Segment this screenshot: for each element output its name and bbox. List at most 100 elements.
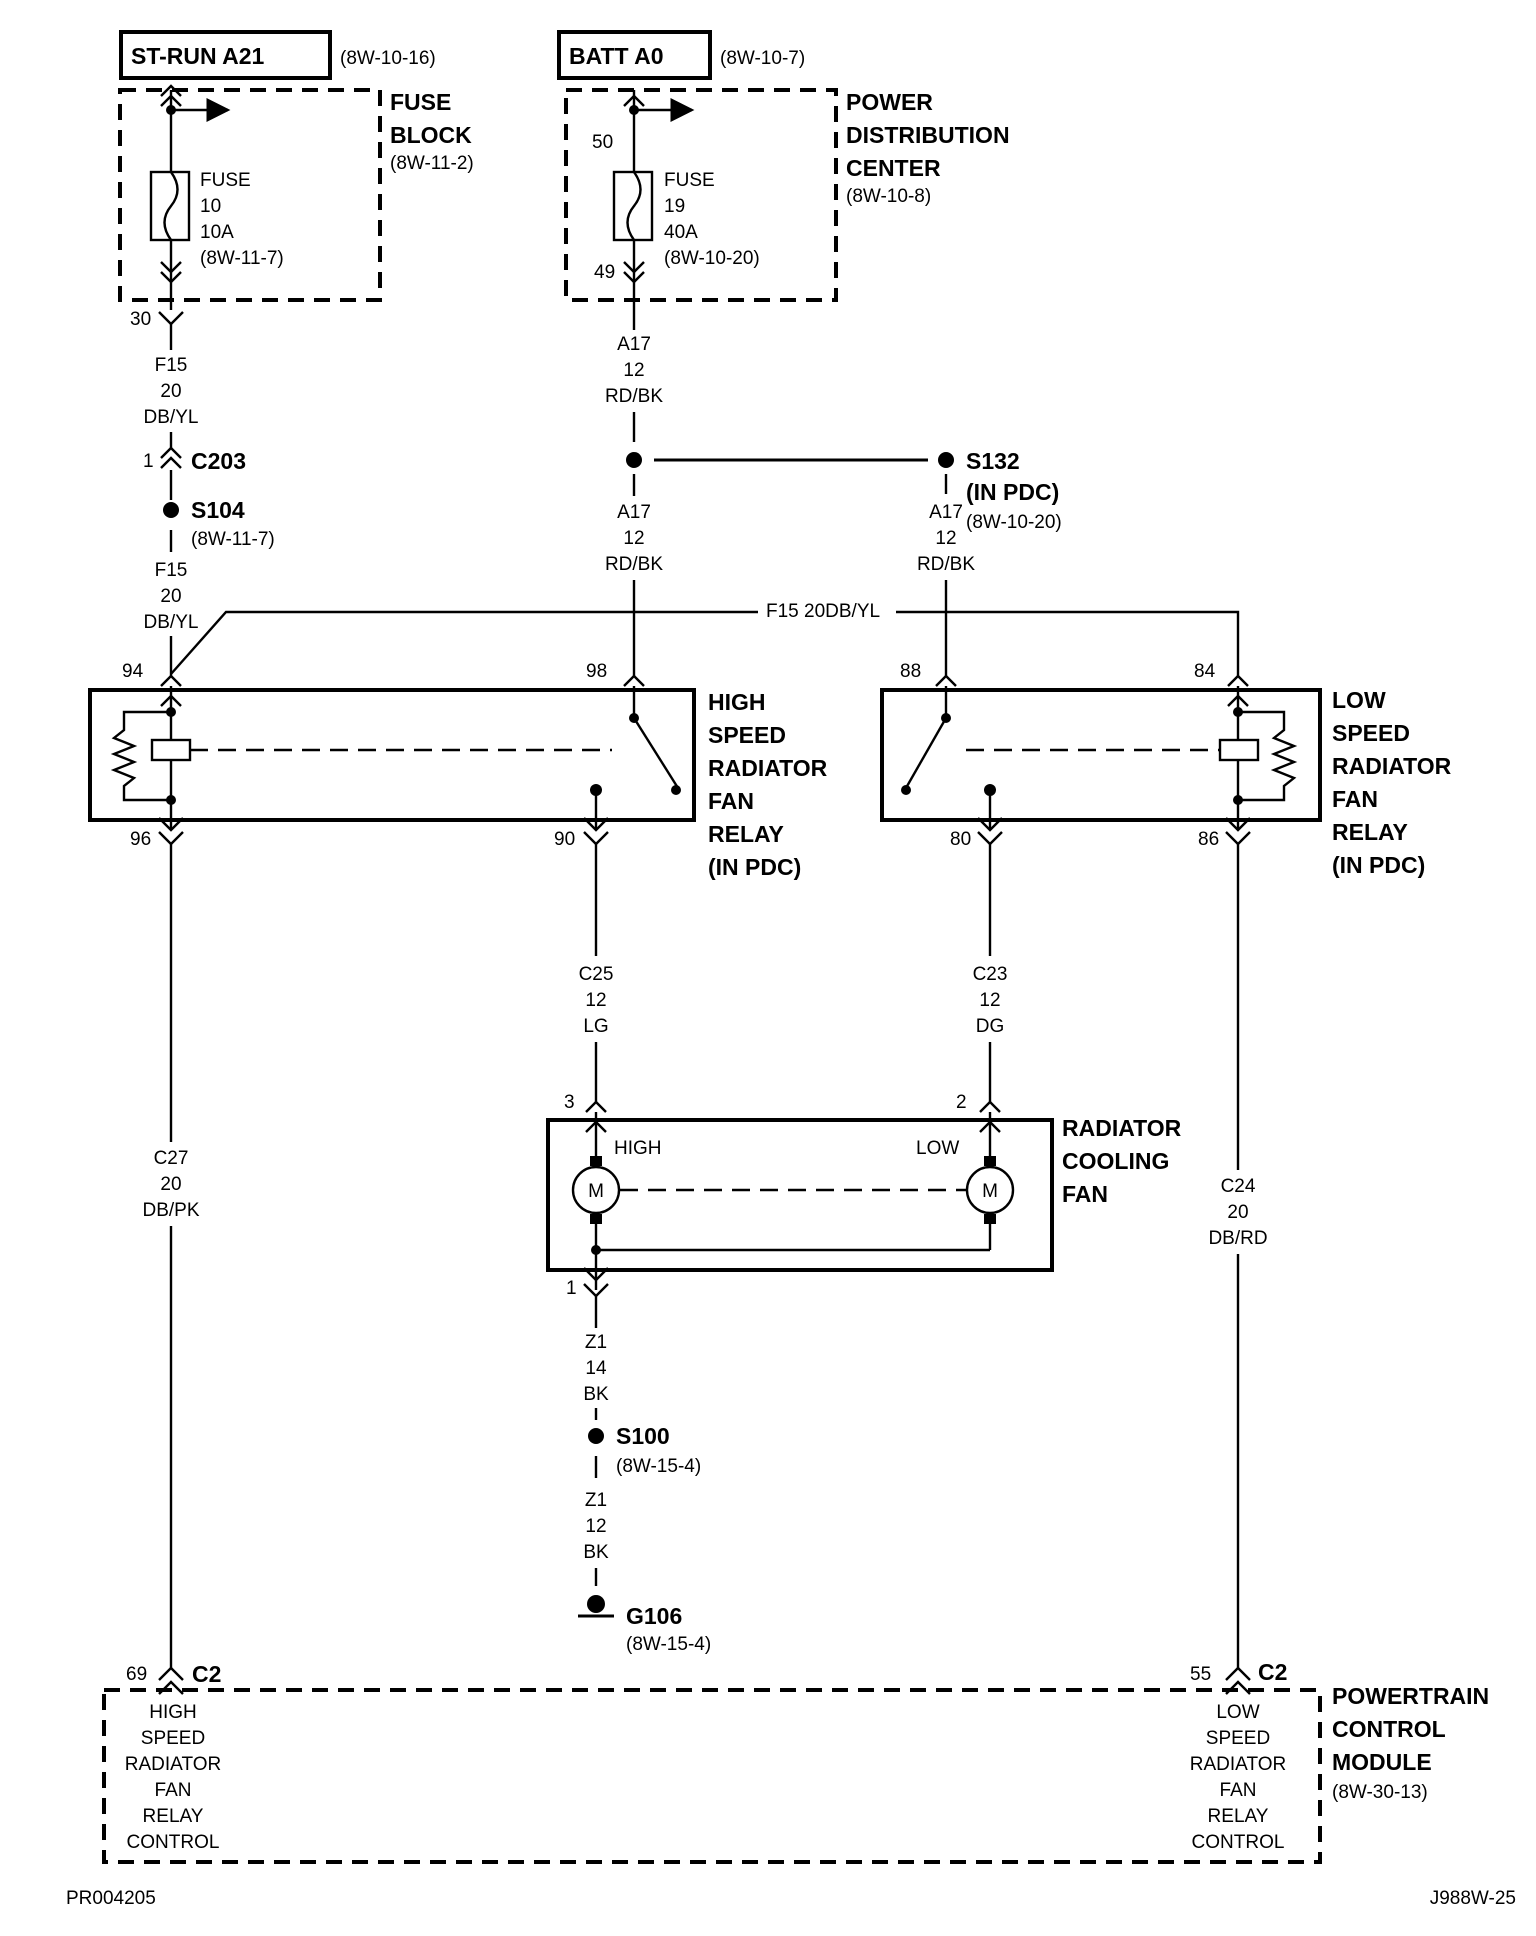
high-relay-title-3: RADIATOR <box>708 755 828 781</box>
z1-a-circuit: Z1 <box>585 1332 607 1353</box>
high-relay-switch-contact <box>671 785 681 795</box>
pcm-left-label-4: FAN <box>155 1780 192 1801</box>
batt-ref: (8W-10-7) <box>720 48 805 69</box>
footer-right-code: J988W-25 <box>1430 1888 1516 1909</box>
wire-f15-left: F15 20 DB/YL 1 C203 S104 (8W-11-7) F15 2… <box>143 324 275 676</box>
f15-a-circuit: F15 <box>155 355 188 376</box>
f15-a-color: DB/YL <box>144 407 199 428</box>
relay-pin-96: 96 <box>130 829 151 850</box>
pdc-ref: (8W-10-8) <box>846 186 931 207</box>
st-run-ref: (8W-10-16) <box>340 48 436 69</box>
pcm-c2-left: C2 <box>192 1661 221 1687</box>
pcm-title-2: CONTROL <box>1332 1716 1446 1742</box>
wire-a17: A17 12 RD/BK S132 (IN PDC) (8W-10-20) A1… <box>605 310 1062 676</box>
a17-b-gauge: 12 <box>623 528 644 549</box>
footer-left-code: PR004205 <box>66 1888 156 1909</box>
s100-label: S100 <box>616 1423 670 1449</box>
c27-circuit: C27 <box>154 1148 189 1169</box>
fuse-19-number: 19 <box>664 196 685 217</box>
c23-gauge: 12 <box>979 990 1000 1011</box>
fan-pin-2: 2 <box>956 1092 967 1113</box>
pcm-title-1: POWERTRAIN <box>1332 1683 1489 1709</box>
z1-b-color: BK <box>583 1542 609 1563</box>
wire-c23: C23 12 DG <box>973 844 1007 1102</box>
pcm-title-3: MODULE <box>1332 1749 1432 1775</box>
c25-color: LG <box>583 1016 608 1037</box>
high-motor-label: M <box>588 1181 604 1202</box>
fan-pin-3: 3 <box>564 1092 575 1113</box>
relay-pin-84: 84 <box>1194 661 1216 682</box>
pdc-title-3: CENTER <box>846 155 941 181</box>
relay-pin-88: 88 <box>900 661 921 682</box>
s132-ref: (8W-10-20) <box>966 512 1062 533</box>
low-motor-icon <box>965 1165 1015 1215</box>
z1-b-circuit: Z1 <box>585 1490 607 1511</box>
f15-b-circuit: F15 <box>155 560 188 581</box>
fuse-block-title-2: BLOCK <box>390 122 472 148</box>
high-speed-relay: 94 98 96 90 HIGH SPEED RADIATOR FAN RELA… <box>88 661 828 880</box>
high-relay-title-1: HIGH <box>708 689 766 715</box>
low-relay-coil <box>1218 738 1260 762</box>
f15-a-gauge: 20 <box>160 381 181 402</box>
low-relay-title-6: (IN PDC) <box>1332 852 1425 878</box>
pdc-pin-49: 49 <box>594 262 615 283</box>
pcm-right-label-4: FAN <box>1220 1780 1257 1801</box>
a17-c-gauge: 12 <box>935 528 956 549</box>
high-motor-icon <box>571 1165 621 1215</box>
pcm-left-label-5: RELAY <box>143 1806 204 1827</box>
pdc-pin-50: 50 <box>592 132 613 153</box>
z1-b-gauge: 12 <box>585 1516 606 1537</box>
f15-b-color: DB/YL <box>144 612 199 633</box>
fuse-10-amp: 10A <box>200 222 234 243</box>
low-relay-switch-contact <box>901 785 911 795</box>
relay-pin-86: 86 <box>1198 829 1219 850</box>
pcm-ref: (8W-30-13) <box>1332 1782 1428 1803</box>
fuse-block-ref: (8W-11-2) <box>390 153 474 174</box>
a17-b-circuit: A17 <box>617 502 651 523</box>
a17-a-color: RD/BK <box>605 386 663 407</box>
pcm-pin-69: 69 <box>126 1664 147 1685</box>
a17-c-circuit: A17 <box>929 502 963 523</box>
pcm-right-label-6: CONTROL <box>1192 1832 1285 1853</box>
high-relay-title-2: SPEED <box>708 722 786 748</box>
pcm-left-label-2: SPEED <box>141 1728 205 1749</box>
fan-title-3: FAN <box>1062 1181 1108 1207</box>
high-relay-title-5: RELAY <box>708 821 784 847</box>
pcm-right-label-2: SPEED <box>1206 1728 1270 1749</box>
f15-crossover-label: F15 20DB/YL <box>766 601 880 622</box>
fuse-10-ref: (8W-11-7) <box>200 248 284 269</box>
wire-c27: C27 20 DB/PK <box>142 844 200 1668</box>
c23-color: DG <box>976 1016 1005 1037</box>
fuse-block: FUSE BLOCK (8W-11-2) FUSE 10 10A (8W-11-… <box>118 84 474 330</box>
s132-label: S132 <box>966 448 1020 474</box>
low-relay-title-5: RELAY <box>1332 819 1408 845</box>
fan-high-label: HIGH <box>614 1138 662 1159</box>
high-relay-title-4: FAN <box>708 788 754 814</box>
fuse-19-amp: 40A <box>664 222 698 243</box>
fan-title-2: COOLING <box>1062 1148 1169 1174</box>
c203-connector: C203 <box>191 448 246 474</box>
st-run-source: ST-RUN A21 (8W-10-16) <box>119 30 436 80</box>
batt-label: BATT A0 <box>569 43 664 69</box>
c24-gauge: 20 <box>1227 1202 1248 1223</box>
pcm-right-label-3: RADIATOR <box>1190 1754 1286 1775</box>
pcm-c2-right: C2 <box>1258 1659 1287 1685</box>
high-relay-coil <box>150 738 192 762</box>
g106-ref: (8W-15-4) <box>626 1634 711 1655</box>
c24-circuit: C24 <box>1221 1176 1256 1197</box>
power-distribution-center: POWER DISTRIBUTION CENTER (8W-10-8) 50 F… <box>564 88 1010 310</box>
pcm-left-label-6: CONTROL <box>127 1832 220 1853</box>
relay-pin-94: 94 <box>122 661 144 682</box>
wire-c24: C24 20 DB/RD <box>1208 844 1268 1668</box>
low-speed-relay: 88 84 80 86 LOW SPEED RADIATOR FAN RELAY… <box>880 661 1452 878</box>
fuse-block-title-1: FUSE <box>390 89 451 115</box>
high-relay-title-6: (IN PDC) <box>708 854 801 880</box>
pcm-pin-55: 55 <box>1190 1664 1211 1685</box>
fan-low-label: LOW <box>916 1138 959 1159</box>
relay-pin-80: 80 <box>950 829 971 850</box>
s104-label: S104 <box>191 497 245 523</box>
powertrain-control-module: 69 C2 55 C2 HIGH SPEED RADIATOR FAN RELA… <box>102 1659 1489 1864</box>
low-relay-title-4: FAN <box>1332 786 1378 812</box>
s132-splice <box>938 452 954 468</box>
